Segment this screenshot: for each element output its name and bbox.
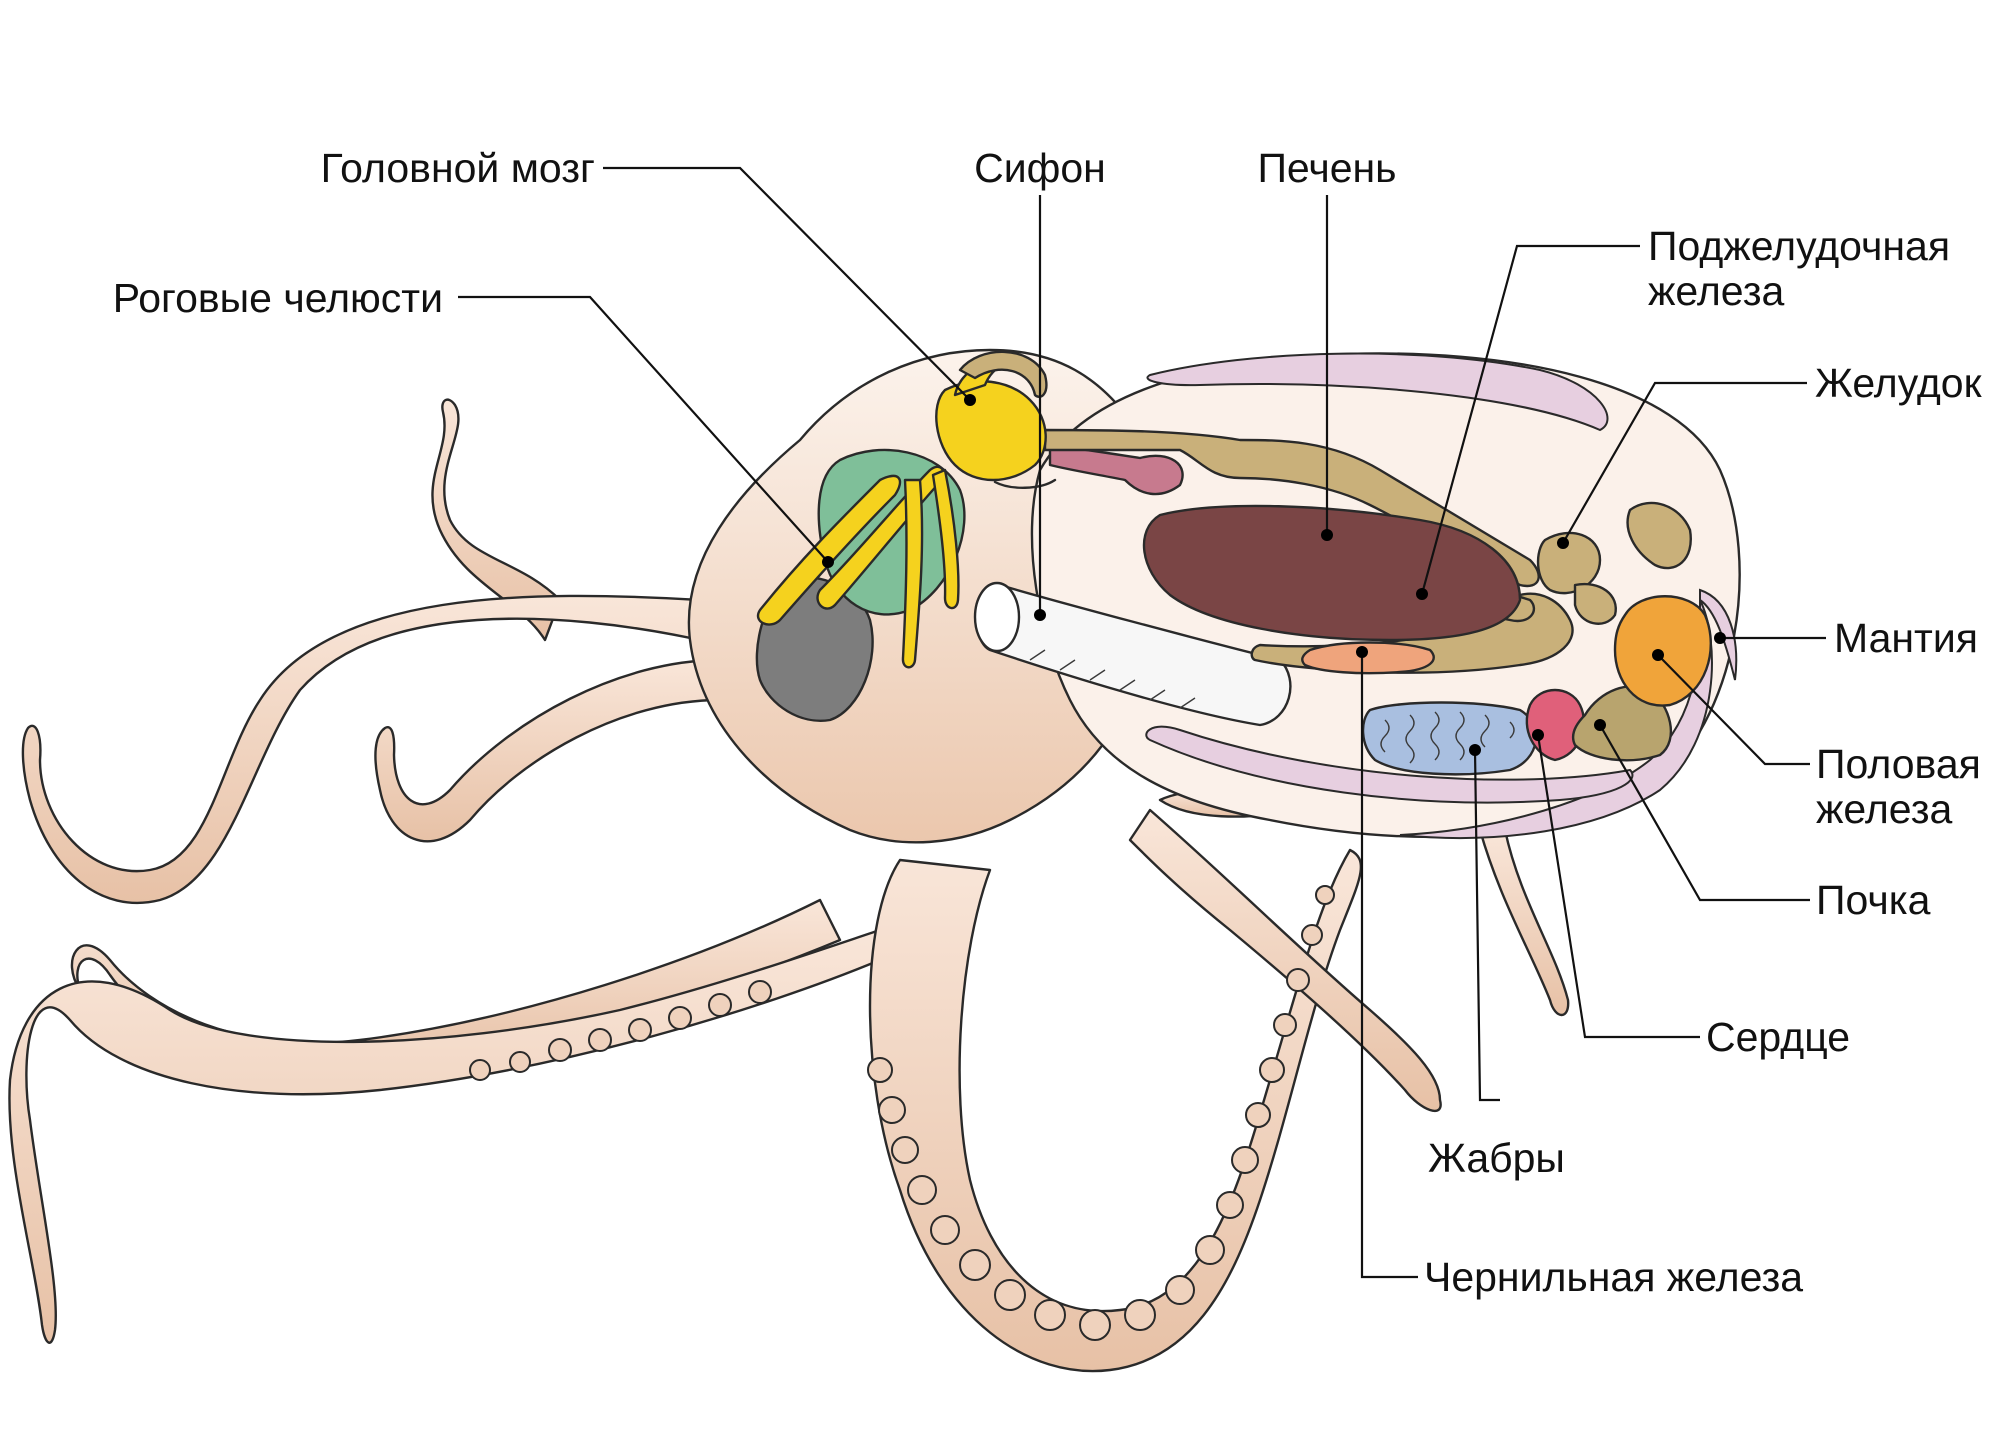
liver (1142, 504, 1522, 642)
gonad (1613, 595, 1712, 707)
ink-gland (1301, 641, 1435, 675)
label-siphon: Сифон (974, 145, 1106, 191)
dot-gills (1469, 744, 1481, 756)
octopus-arms (8, 398, 1570, 1373)
arm-bottom-curl (8, 928, 882, 1344)
dot-jaws (822, 556, 834, 568)
dot-kidney (1594, 719, 1606, 731)
dot-brain (964, 394, 976, 406)
leader-endpoints (822, 394, 1726, 756)
dot-stomach (1557, 537, 1569, 549)
dot-siphon (1034, 609, 1046, 621)
label-heart: Сердце (1706, 1014, 1850, 1060)
dot-mantle (1714, 632, 1726, 644)
brain-and-nerves (756, 350, 1057, 669)
label-stomach: Желудок (1815, 360, 1983, 406)
mantle-upper-organ (1626, 501, 1692, 570)
leader-kidney (1599, 724, 1810, 902)
label-mantle: Мантия (1834, 615, 1978, 661)
mantle-right-edge (1699, 588, 1738, 681)
arm-suckers (469, 885, 1335, 1341)
label-kidney: Почка (1816, 877, 1931, 923)
mantle-inner-band-bottom (1145, 725, 1634, 804)
dot-liver (1321, 529, 1333, 541)
dot-heart (1532, 729, 1544, 741)
gills-texture (1380, 711, 1515, 764)
dot-ink (1356, 646, 1368, 658)
siphon (973, 581, 1292, 727)
label-ink-gland: Чернильная железа (1424, 1254, 1803, 1300)
mantle-inner-band-top (1146, 352, 1609, 432)
label-gonad-line1: Половая (1816, 741, 1981, 787)
label-brain: Головной мозг (321, 145, 595, 191)
leader-gills (1473, 749, 1500, 1102)
label-pancreas-line1: Поджелудочная (1648, 223, 1950, 269)
label-pancreas-line2: железа (1648, 268, 1784, 314)
leader-gonad (1657, 654, 1810, 766)
label-jaws: Роговые челюсти (113, 275, 443, 321)
dot-pancreas (1416, 588, 1428, 600)
leader-stomach (1562, 381, 1807, 544)
leader-pancreas (1420, 244, 1640, 595)
gills (1361, 701, 1538, 776)
leader-brain (603, 166, 971, 401)
label-liver: Печень (1257, 145, 1396, 191)
arm-front-loop (868, 848, 1363, 1373)
arm-far-left (21, 594, 702, 905)
leader-lines (458, 166, 1826, 1279)
label-gills: Жабры (1428, 1135, 1565, 1181)
label-gonad-line2: железа (1816, 786, 1952, 832)
leader-heart (1536, 734, 1700, 1039)
mantle-outer-rim (1399, 599, 1713, 839)
leader-ink (1360, 652, 1418, 1279)
arm-right-thin-1 (1478, 828, 1570, 1017)
dot-gonad (1652, 649, 1664, 661)
arm-back-left (431, 398, 562, 642)
labels: Головной мозг Роговые челюсти Сифон Пече… (113, 145, 1983, 1300)
leader-jaws (458, 295, 829, 563)
arm-left-middle (374, 658, 722, 843)
